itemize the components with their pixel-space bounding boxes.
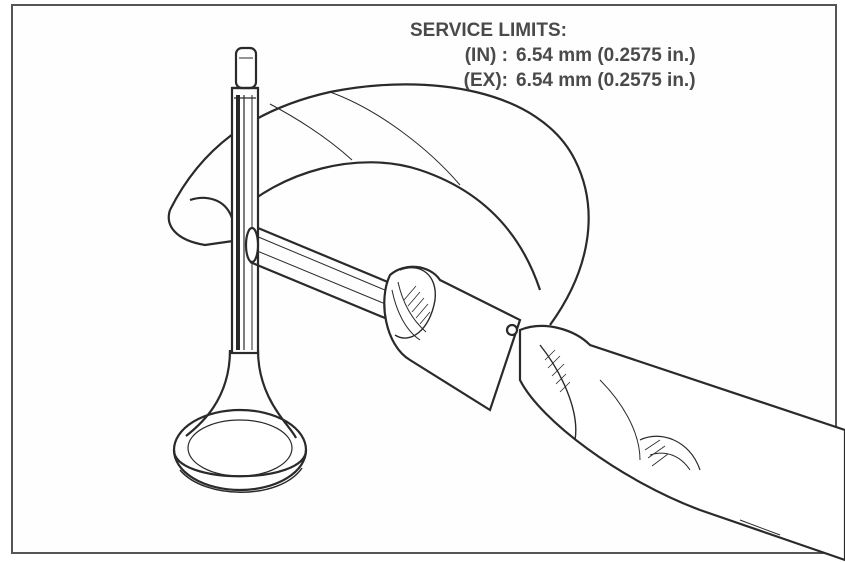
valve-stem [230, 46, 260, 355]
service-limits-title: SERVICE LIMITS: [410, 20, 567, 41]
service-limit-row-in: (IN) : 6.54 mm (0.2575 in.) [410, 43, 696, 68]
service-limit-label: (IN) : [464, 45, 508, 66]
service-limit-value: 6.54 mm (0.2575 in.) [516, 70, 696, 91]
micrometer-thimble [518, 325, 845, 562]
service-limit-label: (EX): [463, 70, 508, 91]
micrometer-sleeve [383, 265, 522, 412]
valve-head [172, 349, 308, 493]
service-limit-row-ex: (EX): 6.54 mm (0.2575 in.) [410, 68, 696, 93]
knurl-texture [403, 285, 669, 467]
service-limits: SERVICE LIMITS: (IN) : 6.54 mm (0.2575 i… [410, 18, 696, 93]
micrometer-spindle [244, 226, 396, 320]
service-limit-value: 6.54 mm (0.2575 in.) [516, 45, 696, 66]
